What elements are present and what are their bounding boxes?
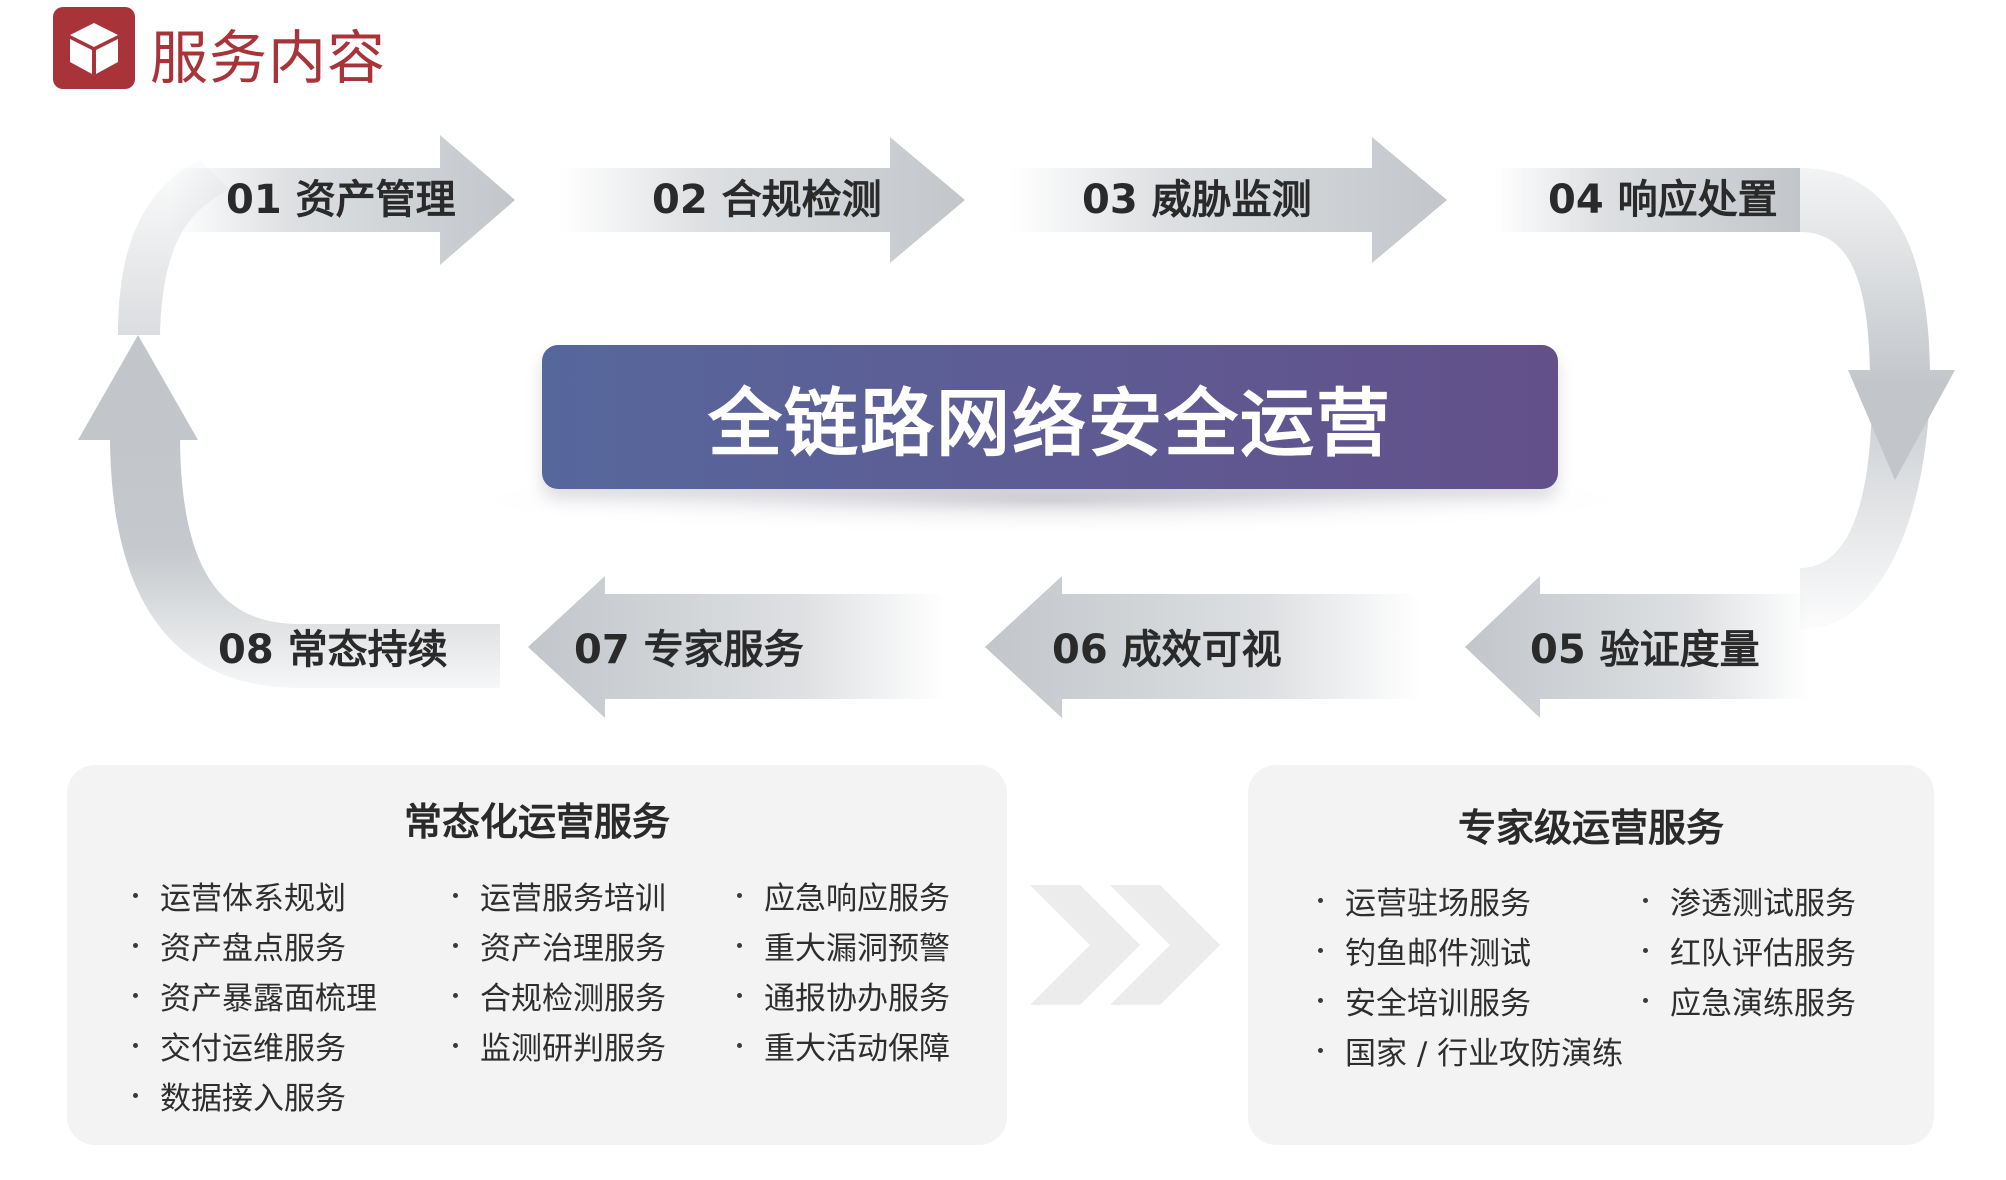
box-icon (53, 7, 135, 89)
bullet-icon (737, 992, 742, 998)
core-banner: 全链路网络安全运营 (542, 345, 1558, 489)
list-item: 资产暴露面梳理 (133, 970, 377, 1020)
expert-col-2: 渗透测试服务 红队评估服务 应急演练服务 (1643, 875, 1856, 1025)
list-item: 安全培训服务 (1318, 975, 1623, 1025)
arrow-step-05 (1465, 576, 1810, 718)
list-item: 运营驻场服务 (1318, 875, 1623, 925)
arrow-step-02 (560, 137, 965, 263)
arrow-step-07 (528, 576, 945, 718)
page-title: 服务内容 (150, 24, 387, 92)
list-item: 渗透测试服务 (1643, 875, 1856, 925)
bullet-icon (453, 1042, 458, 1048)
panel-expert-services: 专家级运营服务 运营驻场服务 钓鱼邮件测试 安全培训服务 国家 / 行业攻防演练… (1248, 765, 1934, 1145)
list-item: 重大漏洞预警 (737, 920, 950, 970)
list-item: 数据接入服务 (133, 1070, 377, 1120)
step-07-label: 07 专家服务 (574, 627, 804, 673)
core-title: 全链路网络安全运营 (708, 380, 1392, 467)
step-04-label: 04 响应处置 (1548, 177, 1778, 223)
arrow-step-01 (170, 135, 515, 265)
list-item: 运营服务培训 (453, 870, 666, 920)
bullet-icon (1643, 997, 1648, 1003)
arrow-step-04 (1495, 168, 1800, 232)
step-02-label: 02 合规检测 (652, 177, 882, 223)
list-item: 监测研判服务 (453, 1020, 666, 1070)
arrow-loop-left (78, 160, 500, 688)
list-item: 钓鱼邮件测试 (1318, 925, 1623, 975)
bullet-icon (737, 942, 742, 948)
bullet-icon (133, 1042, 138, 1048)
bullet-icon (133, 942, 138, 948)
arrow-loop-right (1800, 168, 1955, 630)
routine-col-1: 运营体系规划 资产盘点服务 资产暴露面梳理 交付运维服务 数据接入服务 (133, 870, 377, 1120)
bullet-icon (1318, 947, 1323, 953)
list-item: 红队评估服务 (1643, 925, 1856, 975)
list-item: 应急演练服务 (1643, 975, 1856, 1025)
bullet-icon (133, 892, 138, 898)
bullet-icon (1318, 897, 1323, 903)
arrow-step-06 (985, 576, 1420, 718)
panel-expert-title: 专家级运营服务 (1457, 806, 1724, 850)
list-item: 合规检测服务 (453, 970, 666, 1020)
bullet-icon (453, 892, 458, 898)
list-item: 重大活动保障 (737, 1020, 950, 1070)
step-06-label: 06 成效可视 (1052, 627, 1282, 673)
step-03-label: 03 威胁监测 (1082, 177, 1312, 223)
panel-routine-title: 常态化运营服务 (403, 800, 670, 844)
step-05-label: 05 验证度量 (1530, 627, 1760, 673)
list-item: 交付运维服务 (133, 1020, 377, 1070)
routine-col-2: 运营服务培训 资产治理服务 合规检测服务 监测研判服务 (453, 870, 666, 1070)
bullet-icon (133, 1092, 138, 1098)
bullet-icon (737, 892, 742, 898)
bullet-icon (1318, 1047, 1323, 1053)
bullet-icon (1318, 997, 1323, 1003)
arrow-step-03 (1010, 137, 1447, 263)
expert-col-1: 运营驻场服务 钓鱼邮件测试 安全培训服务 国家 / 行业攻防演练 (1318, 875, 1623, 1075)
list-item: 资产治理服务 (453, 920, 666, 970)
list-item: 运营体系规划 (133, 870, 377, 920)
step-08-label: 08 常态持续 (218, 627, 448, 673)
bullet-icon (1643, 947, 1648, 953)
bullet-icon (453, 942, 458, 948)
bullet-icon (1643, 897, 1648, 903)
chevron-right-icon (1030, 885, 1220, 1005)
bullet-icon (737, 1042, 742, 1048)
list-item: 通报协办服务 (737, 970, 950, 1020)
step-01-label: 01 资产管理 (226, 177, 456, 223)
list-item: 资产盘点服务 (133, 920, 377, 970)
panel-routine-services: 常态化运营服务 运营体系规划 资产盘点服务 资产暴露面梳理 交付运维服务 数据接… (67, 765, 1007, 1145)
bullet-icon (453, 992, 458, 998)
bullet-icon (133, 992, 138, 998)
list-item: 国家 / 行业攻防演练 (1318, 1025, 1623, 1075)
list-item: 应急响应服务 (737, 870, 950, 920)
routine-col-3: 应急响应服务 重大漏洞预警 通报协办服务 重大活动保障 (737, 870, 950, 1070)
